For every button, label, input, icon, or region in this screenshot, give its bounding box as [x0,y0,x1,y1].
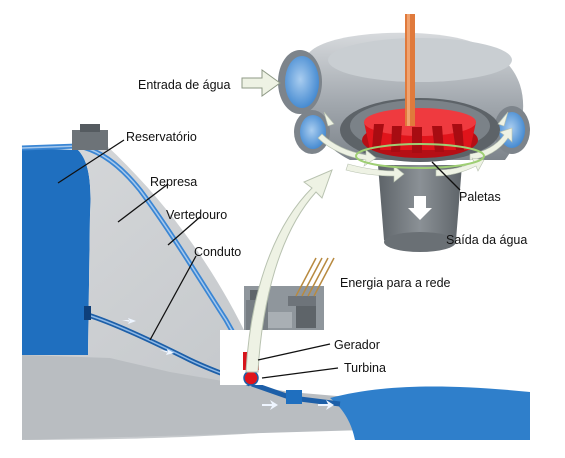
label-turbine: Turbina [344,361,386,375]
turbine [243,370,259,386]
ground [22,355,365,440]
dam-section [21,124,530,440]
label-dam: Represa [150,175,197,189]
leader-lines [57,139,461,379]
reservoir-water [22,148,91,355]
inlet-arrow [241,69,281,97]
label-water-outlet: Saída da água [446,233,527,247]
outflow-arrow [408,196,432,220]
label-grid-power: Energia para a rede [340,276,451,290]
power-lines [295,257,335,297]
label-spillway: Vertedouro [166,208,227,222]
tailwater-river [330,386,530,440]
label-vanes: Paletas [459,190,501,204]
intake-gate [84,306,91,320]
turbine-detail [278,14,530,252]
detail-arrow [245,169,333,373]
label-reservoir: Reservatório [126,130,197,144]
crest-tower [72,124,108,150]
label-generator: Gerador [334,338,380,352]
outflow-box [286,390,302,404]
runner [362,108,478,158]
flow-arrows [122,318,334,410]
label-water-inlet: Entrada de água [138,78,230,92]
label-penstock: Conduto [194,245,241,259]
